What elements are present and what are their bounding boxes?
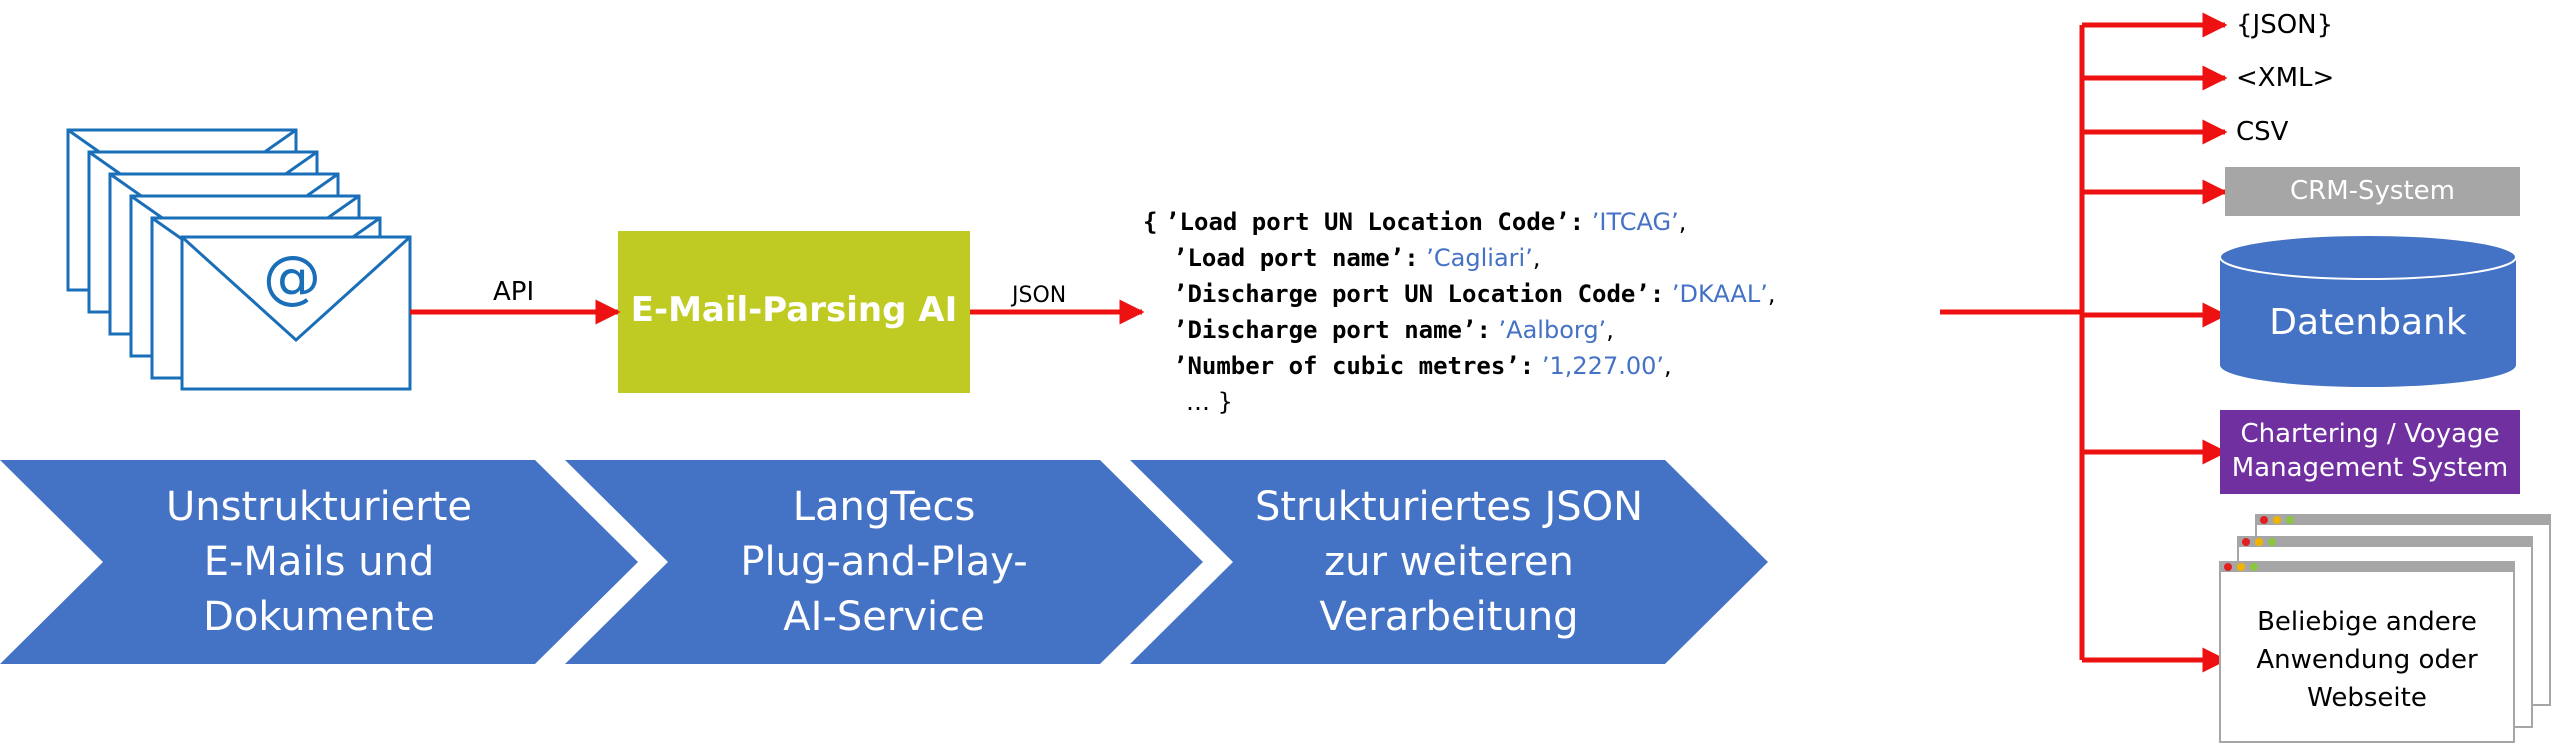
json-comma: ,	[1678, 208, 1687, 236]
json-close: … }	[1186, 388, 1233, 416]
json-key: ’Discharge port name’	[1173, 316, 1477, 344]
stage-2-line-1: LangTecs	[792, 484, 976, 530]
stage-2-label: LangTecs Plug-and-Play- AI-Service	[668, 480, 1100, 645]
json-label: JSON	[1012, 283, 1067, 308]
json-value: ’DKAAL’	[1671, 280, 1768, 308]
json-key: ’Load port name’	[1173, 244, 1405, 272]
chevron-stage-2	[565, 460, 1203, 664]
json-line-2: ’Load port name’: ’Cagliari’,	[1143, 240, 1776, 276]
at-symbol: @	[263, 243, 321, 311]
stage-1-line-2: E-Mails und	[203, 539, 435, 585]
json-separator: :	[1569, 208, 1585, 236]
stage-2-line-3: AI-Service	[783, 594, 985, 640]
json-separator: :	[1476, 316, 1491, 344]
database-cylinder-icon	[2219, 234, 2517, 387]
email-parsing-ai-title: E-Mail-Parsing AI	[630, 290, 958, 330]
stage-1-label: Unstrukturierte E-Mails und Dokumente	[103, 480, 535, 645]
json-comma: ,	[1532, 244, 1541, 272]
database-label: Datenbank	[2269, 302, 2467, 343]
json-key: ’Number of cubic metres’	[1173, 352, 1520, 380]
json-example-block: { ’Load port UN Location Code’: ’ITCAG’,…	[1143, 204, 1776, 420]
chartering-line-2: Management System	[2231, 453, 2509, 483]
other-app-line-1: Beliebige andere	[2257, 607, 2477, 637]
other-app-line-3: Webseite	[2307, 683, 2427, 713]
json-line-4: ’Discharge port name’: ’Aalborg’,	[1143, 312, 1776, 348]
chartering-system-box	[2220, 410, 2520, 494]
stacked-email-icon	[66, 128, 412, 391]
other-app-line-2: Anwendung oder	[2256, 645, 2478, 675]
output-csv-label: CSV	[2236, 117, 2289, 147]
chartering-line-1: Chartering / Voyage	[2240, 419, 2500, 449]
json-line-close: … }	[1143, 384, 1776, 420]
chartering-system-label: Chartering / Voyage Management System	[2220, 417, 2520, 485]
output-xml-label: <XML>	[2236, 63, 2335, 93]
crm-system-label: CRM-System	[2290, 176, 2455, 206]
stage-3-line-2: zur weiteren	[1324, 539, 1574, 585]
json-separator: :	[1649, 280, 1665, 308]
json-comma: ,	[1664, 352, 1672, 380]
json-open-brace: {	[1143, 208, 1158, 236]
stage-2-line-2: Plug-and-Play-	[740, 539, 1028, 585]
json-separator: :	[1519, 352, 1535, 380]
output-json-label: {JSON}	[2236, 10, 2334, 40]
json-line-5: ’Number of cubic metres’: ’1,227.00’,	[1143, 348, 1776, 384]
chevron-stage-3	[1130, 460, 1768, 664]
json-comma: ,	[1767, 280, 1776, 308]
json-value: ’Cagliari’	[1426, 244, 1533, 272]
browser-windows-icon	[2219, 514, 2551, 743]
crm-system-box	[2225, 167, 2520, 216]
json-value: ’ITCAG’	[1591, 208, 1679, 236]
json-value: ’1,227.00’	[1541, 352, 1665, 380]
output-connectors	[1940, 12, 2228, 673]
json-key: ’Discharge port UN Location Code’	[1173, 280, 1650, 308]
json-key: ’Load port UN Location Code’	[1165, 208, 1570, 236]
stage-1-line-1: Unstrukturierte	[165, 484, 473, 530]
envelope-front	[180, 235, 412, 391]
chevron-stage-1	[0, 460, 638, 664]
stage-3-line-3: Verarbeitung	[1319, 594, 1579, 640]
api-label: API	[493, 277, 535, 307]
json-comma: ,	[1606, 316, 1614, 344]
json-line-1: { ’Load port UN Location Code’: ’ITCAG’,	[1143, 204, 1776, 240]
other-application-label: Beliebige andere Anwendung oder Webseite	[2220, 603, 2514, 717]
stage-3-label: Strukturiertes JSON zur weiteren Verarbe…	[1233, 480, 1665, 645]
stage-1-line-3: Dokumente	[203, 594, 435, 640]
email-parsing-ai-box	[618, 231, 970, 393]
json-value: ’Aalborg’	[1498, 316, 1607, 344]
browser-window-front	[2219, 561, 2515, 743]
json-line-3: ’Discharge port UN Location Code’: ’DKAA…	[1143, 276, 1776, 312]
json-separator: :	[1404, 244, 1419, 272]
stage-3-line-1: Strukturiertes JSON	[1254, 484, 1644, 530]
